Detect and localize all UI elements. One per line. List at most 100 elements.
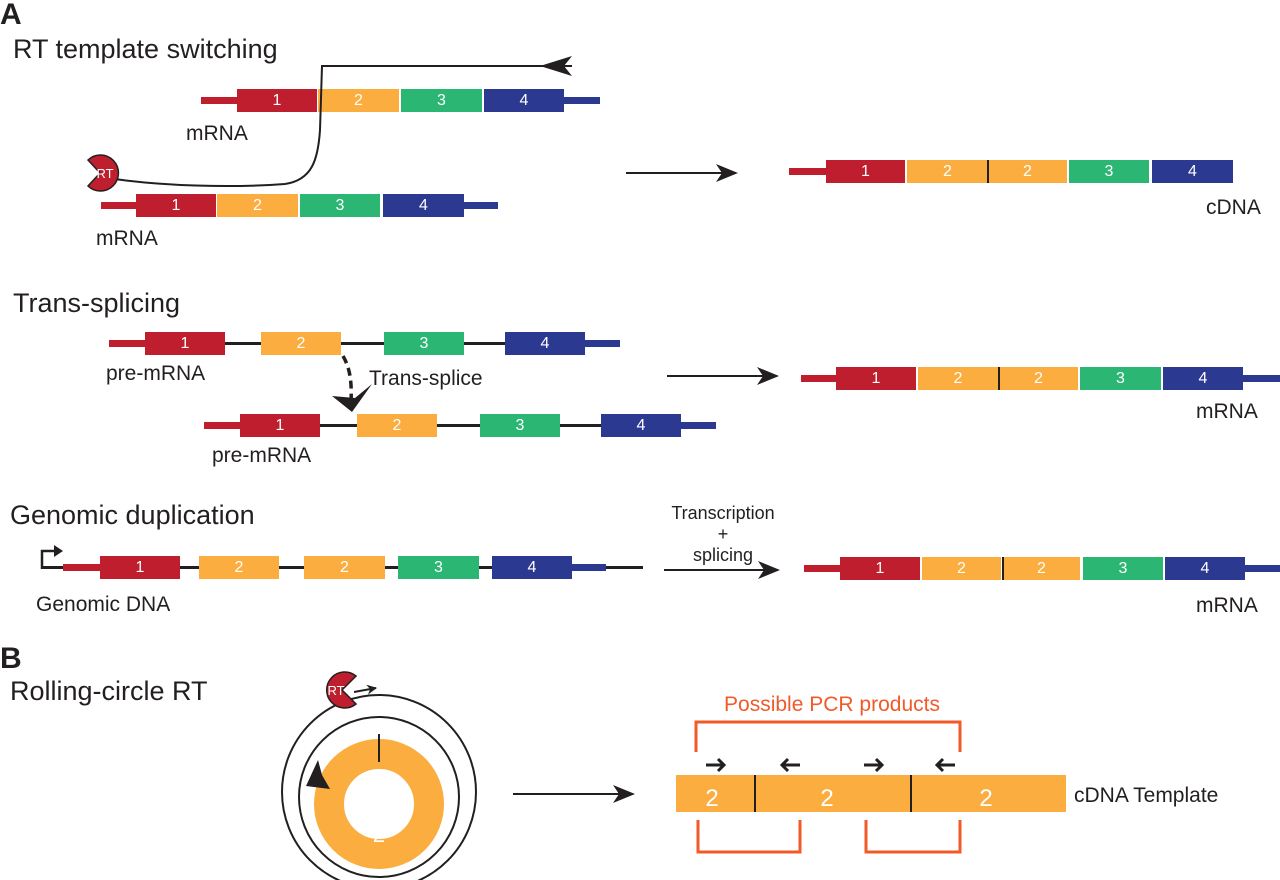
template-exon-number: 2 bbox=[820, 785, 833, 812]
utr-5prime bbox=[109, 340, 145, 347]
panel-a-letter: A bbox=[0, 0, 22, 31]
exon-1 bbox=[240, 414, 320, 437]
section-heading: Rolling-circle RT bbox=[10, 676, 208, 706]
exon-2 bbox=[1003, 557, 1080, 580]
exon-2 bbox=[318, 89, 399, 112]
exon-number: 3 bbox=[336, 197, 345, 214]
section-heading: Genomic duplication bbox=[10, 500, 255, 530]
exon-number: 3 bbox=[1116, 370, 1125, 387]
exon-number: 3 bbox=[434, 559, 443, 576]
utr-3prime bbox=[464, 202, 498, 209]
template-exon-number: 2 bbox=[979, 785, 992, 812]
utr-5prime bbox=[201, 97, 237, 104]
exon-3 bbox=[384, 332, 464, 355]
exon-4 bbox=[1152, 160, 1233, 183]
exon-number: 3 bbox=[1105, 163, 1114, 180]
cdna-template-bar bbox=[676, 775, 1066, 812]
cdna-template-label: cDNA Template bbox=[1074, 784, 1218, 807]
exon-number: 4 bbox=[528, 559, 537, 576]
utr-3prime bbox=[680, 422, 716, 429]
rt-enzyme-label: RT bbox=[327, 683, 344, 698]
exon-number: 4 bbox=[419, 197, 428, 214]
exon-number: 2 bbox=[957, 560, 966, 577]
exon-3 bbox=[1069, 160, 1149, 183]
exon-2 bbox=[304, 556, 385, 579]
utr-5prime bbox=[101, 202, 136, 209]
exon-2 bbox=[907, 160, 988, 183]
plus-label: + bbox=[718, 524, 729, 544]
exon-1 bbox=[840, 557, 920, 580]
outer-cdna-ring bbox=[281, 694, 477, 880]
top-mrna-label: mRNA bbox=[186, 122, 248, 145]
pcr-product-bracket-short bbox=[696, 820, 802, 854]
mrna-product-label: mRNA bbox=[1196, 594, 1258, 617]
exon-number: 2 bbox=[1037, 560, 1046, 577]
exon-number: 4 bbox=[1199, 370, 1208, 387]
utr-5prime bbox=[804, 565, 840, 572]
exon-number: 1 bbox=[181, 335, 190, 352]
genomic-dna-label: Genomic DNA bbox=[36, 593, 170, 616]
rt-enzyme-icon: RT bbox=[86, 154, 120, 192]
template-exon-number: 2 bbox=[705, 785, 718, 812]
reverse-primer-icon bbox=[934, 757, 955, 773]
section-heading: RT template switching bbox=[13, 34, 278, 64]
exon-number: 1 bbox=[136, 559, 145, 576]
inner-cdna-ring bbox=[298, 716, 460, 878]
exon-number: 4 bbox=[637, 417, 646, 434]
primer-arrows bbox=[706, 757, 955, 773]
exon-number: 3 bbox=[1119, 560, 1128, 577]
exon-number: 2 bbox=[297, 335, 306, 352]
exon-1 bbox=[145, 332, 225, 355]
utr-3prime bbox=[564, 97, 600, 104]
trans-splice-dashed-arrow bbox=[341, 355, 353, 403]
exon-number: 4 bbox=[520, 92, 529, 109]
exon-number: 1 bbox=[276, 417, 285, 434]
exon-4 bbox=[601, 414, 681, 437]
exon-3 bbox=[401, 89, 482, 112]
exon-3 bbox=[300, 194, 380, 217]
cdna-product-label: cDNA bbox=[1206, 196, 1261, 219]
primer-arrowhead-icon bbox=[306, 760, 330, 789]
bottom-pre-mrna-label: pre-mRNA bbox=[212, 444, 311, 467]
forward-primer-icon bbox=[864, 757, 885, 773]
utr-5prime bbox=[63, 564, 100, 571]
exon-1 bbox=[237, 89, 317, 112]
top-pre-mrna-label: pre-mRNA bbox=[106, 362, 205, 385]
promoter-arrow-icon bbox=[40, 549, 56, 569]
panel-b-letter: B bbox=[0, 642, 22, 675]
exon-number: 2 bbox=[943, 163, 952, 180]
exon-1 bbox=[136, 194, 216, 217]
rolling-circle-diagram: 2 RT bbox=[281, 671, 477, 880]
forward-primer-icon bbox=[706, 757, 727, 773]
exon-1 bbox=[826, 160, 905, 183]
exon-2 bbox=[988, 160, 1067, 183]
section-heading: Trans-splicing bbox=[13, 288, 180, 318]
utr-5prime bbox=[789, 168, 826, 175]
utr-5prime bbox=[801, 375, 836, 382]
exon-number: 3 bbox=[420, 335, 429, 352]
reverse-primer-icon bbox=[779, 757, 800, 773]
exon-4 bbox=[484, 89, 564, 112]
exon-2 bbox=[357, 414, 437, 437]
transcription-label: Transcription bbox=[671, 503, 774, 523]
exon-number: 2 bbox=[253, 197, 262, 214]
pcr-product-bracket-long bbox=[694, 720, 962, 752]
cdna-template: 2 2 2 cDNA Template Possible PCR product… bbox=[676, 693, 1218, 854]
utr-3prime bbox=[1244, 565, 1280, 572]
exon-number: 2 bbox=[393, 417, 402, 434]
utr-5prime bbox=[204, 422, 240, 429]
exon-number: 1 bbox=[861, 163, 870, 180]
exon-2 bbox=[199, 556, 279, 579]
exon-number: 2 bbox=[1034, 370, 1043, 387]
exon-number: 2 bbox=[1023, 163, 1032, 180]
bottom-mrna-molecule: 1 2 3 4 bbox=[101, 194, 498, 217]
exon-4 bbox=[505, 332, 585, 355]
exon-2 bbox=[922, 557, 1001, 580]
exon-number: 1 bbox=[172, 197, 181, 214]
